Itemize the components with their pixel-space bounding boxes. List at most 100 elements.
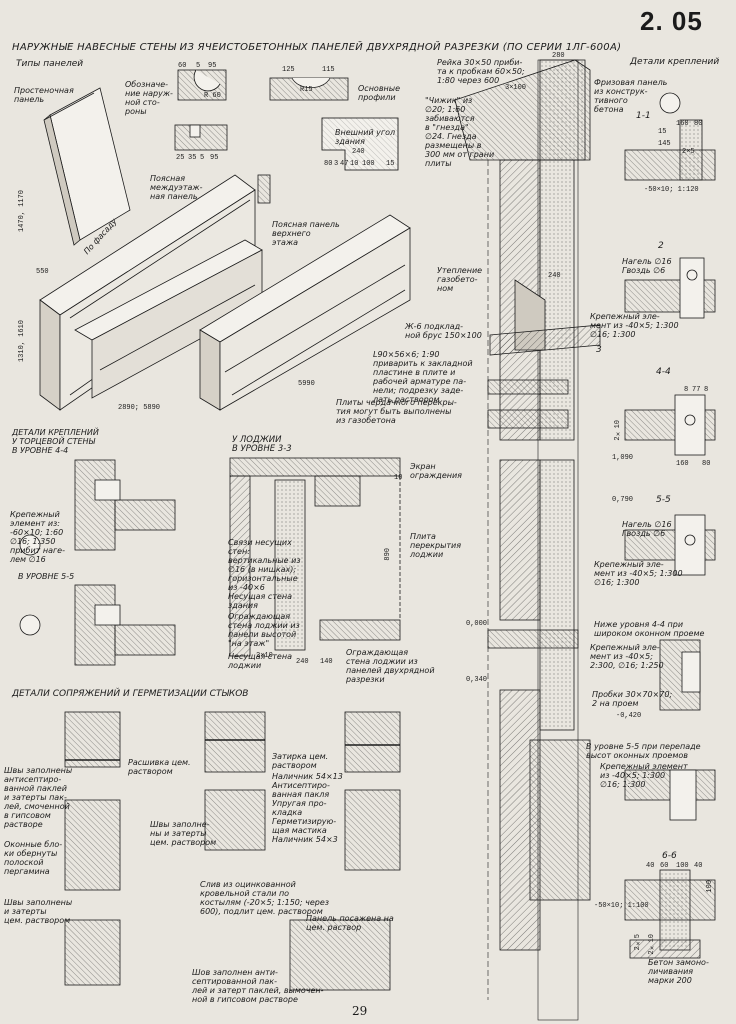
dim-6-6-1: 60 [660, 862, 669, 870]
loggia-section [229, 457, 401, 657]
label-strip-1: Наличник 54×13 Антисептиро- ванная пакля… [272, 772, 343, 844]
label-seam-tow: Шов заполнен анти- септированной пак- ле… [192, 968, 324, 1004]
label-interfloor-panel: Поясная междуэтаж- ная панель [150, 174, 203, 201]
dim-loggia-1: 240 [296, 658, 309, 666]
dim-panel-length-2: 5990 [298, 380, 315, 388]
detail-6-6 [624, 869, 716, 959]
section-end-wall: ДЕТАЛИ КРЕПЛЕНИЙ У ТОРЦЕВОЙ СТЕНЫ В УРОВ… [12, 428, 99, 455]
label-attic-slabs: Плиты чердачного перекры- тия могут быть… [336, 398, 457, 425]
dim-corner-top-0: 125 [282, 66, 295, 74]
lower-panel-iso [74, 239, 263, 399]
section-mark-3: 3 [596, 345, 602, 355]
label-concrete: Бетон замоно- личивания марки 200 [648, 958, 709, 985]
floor-slab-sections [487, 379, 579, 649]
dim-loggia-0: 890 [384, 548, 392, 561]
label-fence-wall: Ограждающая стена лоджии из панели высот… [228, 612, 300, 648]
dim-r60: R 60 [204, 92, 221, 100]
joint-details [64, 711, 401, 991]
label-fastener-1: Крепежный эле- мент из -40×5; 1:300 ∅16;… [590, 312, 679, 339]
dim-eave-0: 280 [552, 52, 565, 60]
elevation-0: 0,000 [466, 620, 488, 628]
label-bar: Ж-6 подклад- ной брус 150×100 [405, 322, 482, 340]
label-seams-1: Швы заполнены антисептиро- ванной паклей… [4, 766, 73, 829]
dim-4-4-1: 77 [692, 386, 701, 394]
label-seams-3: Швы заполне- ны и затерты цем. раствором [150, 820, 217, 847]
eave-detail [454, 59, 601, 356]
label-screen: Экран ограждения [410, 462, 462, 480]
detail-below-4-4 [659, 639, 701, 711]
section-panel-types: Типы панелей [16, 59, 84, 69]
label-endwall-fastener: Крепежный элемент из: -60×10; 1:60 ∅16; … [10, 510, 65, 564]
dim-corner-parts-1: 3 [334, 160, 339, 168]
label-loggia-slab: Плита перекрытия лоджии [410, 532, 462, 559]
page-title: НАРУЖНЫЕ НАВЕСНЫЕ СТЕНЫ ИЗ ЯЧЕИСТОБЕТОНН… [12, 42, 622, 53]
dim-4-4-5: 2×10 [614, 420, 622, 441]
label-bearing-wall: Несущая стена здания [228, 592, 292, 610]
dim-panel-length-0: 550 [36, 268, 49, 276]
dim-panel-length-1: 2890; 5890 [118, 404, 161, 412]
dim-profile-top-2: 95 [208, 62, 217, 70]
label-jointing: Расшивка цем. раствором [128, 758, 191, 776]
section-mark-6-6: 6-6 [662, 851, 677, 861]
dim-corner-parts-3: 10 [350, 160, 359, 168]
elevation-1090: 1,090 [612, 454, 634, 462]
label-level-5-5-diff: В уровне 5-5 при перепаде высот оконных … [586, 742, 701, 760]
dim-4-4-0: 8 [684, 386, 689, 394]
dim-1-1-4: 2×5 [682, 148, 695, 156]
label-bearing-loggia: Несущая стена лоджии [228, 652, 292, 670]
dim-corner-top-1: 115 [322, 66, 335, 74]
label-wall-panel: Простеночная панель [14, 86, 74, 104]
detail-1-1 [624, 92, 716, 181]
label-fastener-3: Крепежный эле- мент из -40×5; 2:300, ∅16… [590, 643, 664, 670]
label-outer-corner: Внешний угол здания [335, 128, 396, 146]
wall-section-column [487, 59, 591, 1021]
label-outer-side: Обозначе- ние наруж- ной сто- роны [125, 80, 173, 116]
dim-6-6-2: 100 [676, 862, 689, 870]
dim-panel-height-1: 1310, 1610 [18, 320, 26, 363]
dim-corner-width: 240 [352, 148, 365, 156]
corner-profile-top [269, 77, 349, 101]
label-main-profiles: Основные профили [358, 84, 401, 102]
dim-eave-1: 240 [548, 272, 561, 280]
dim-eave-2: 3×100 [505, 84, 527, 92]
label-fastener-4: Крепежный элемент из -40×5; 1:300 ∅16; 1… [600, 762, 688, 789]
dim-6-6-4: 100 [706, 880, 714, 893]
detail-level-5-5-diff [624, 769, 716, 821]
dim-corner-parts-0: 80 [324, 160, 333, 168]
page-number: 29 [352, 1004, 368, 1018]
elevation-0420: -0,420 [616, 712, 642, 720]
label-ties: Связи несущих стен: вертикальные из ∅16 … [228, 538, 301, 592]
dim-6-6-3: 40 [694, 862, 703, 870]
dim-4-4-4: 80 [702, 460, 711, 468]
wall-panel-iso [43, 87, 131, 246]
detail-5-5 [624, 514, 716, 576]
outer-corner-profile [321, 117, 399, 171]
dim-profile-top-1: 5 [196, 62, 201, 70]
dim-4-4-2: 8 [704, 386, 709, 394]
label-angle: L90×56×6; 1:90 приварить к закладной пла… [373, 350, 473, 404]
dim-loggia-4: 10 [394, 474, 403, 482]
dim-profile-mid-1: 35 [188, 154, 197, 162]
label-nail-1: Нагель ∅16 Гвоздь ∅6 [622, 257, 672, 275]
elevation-0790: 0,790 [612, 496, 634, 504]
dim-loggia-2: 140 [320, 658, 333, 666]
label-frieze-panel: Фризовая панель из конструк- тивного бет… [594, 78, 668, 114]
dim-profile-mid-0: 25 [176, 154, 185, 162]
main-profile-top [177, 69, 227, 101]
dim-6-6-7: 2×10 [648, 934, 656, 955]
label-fastener-2: Крепежный эле- мент из -40×5; 1:300 ∅16;… [594, 560, 683, 587]
top-floor-panel-iso [199, 214, 411, 411]
dim-6-6-0: 40 [646, 862, 655, 870]
dim-profile-mid-2: 5 [200, 154, 205, 162]
dim-1-1-0: 160 [676, 120, 689, 128]
section-level-5-5: В УРОВНЕ 5-5 [18, 572, 75, 581]
label-window-blocks: Оконные бло- ки обернуты полоской пергам… [4, 840, 63, 876]
elevation-0340: 0,340 [466, 676, 488, 684]
label-drip: Слив из оцинкованной кровельной стали по… [200, 880, 330, 916]
label-plugs-2: Пробки 30×70×70; 2 на проем [592, 690, 673, 708]
detail-2 [624, 257, 716, 319]
end-wall-detail-4-4 [19, 459, 176, 556]
top-floor-profile [257, 174, 271, 204]
